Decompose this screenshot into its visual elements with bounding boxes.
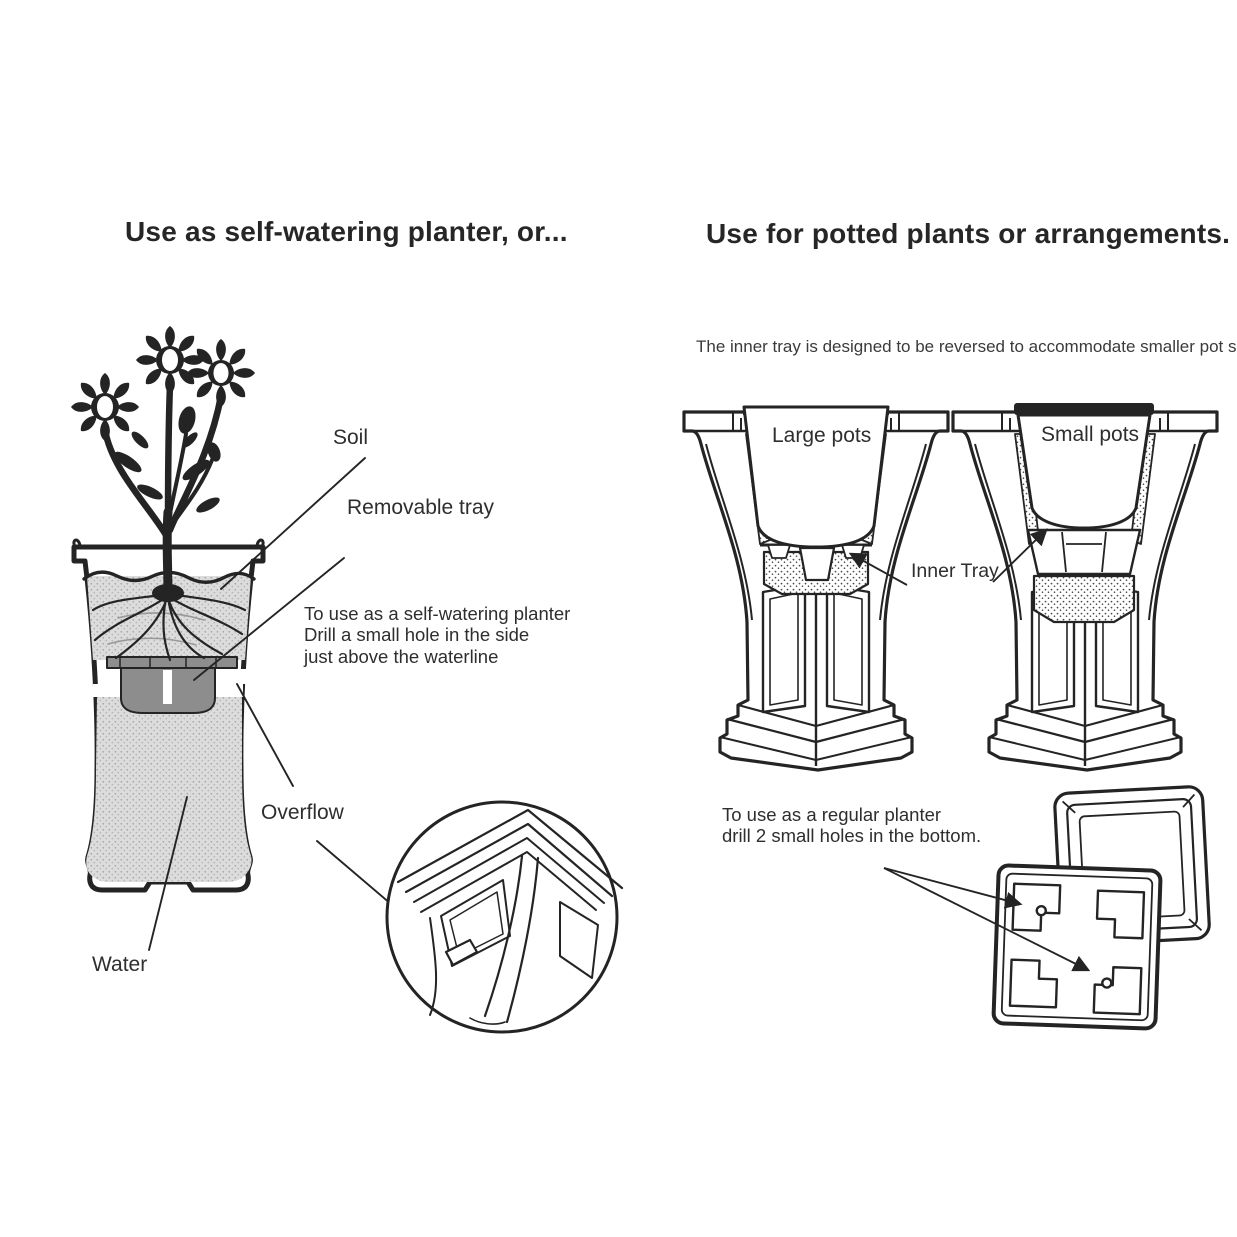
- leaf: [196, 497, 220, 513]
- left-heading: Use as self-watering planter, or...: [125, 216, 568, 247]
- leaf: [131, 431, 149, 449]
- planter-large-pots: [682, 405, 950, 772]
- inner-tray-arrow-right: [992, 528, 1048, 583]
- leaf: [182, 432, 198, 448]
- removable-tray-leader-line: [193, 557, 345, 681]
- regular-planter-instruction: To use as a regular planter drill 2 smal…: [722, 804, 982, 847]
- overflow-detail-circle: [385, 800, 624, 1034]
- corner-inset: [1092, 966, 1143, 1016]
- overflow-spout: [444, 938, 479, 967]
- overflow-hole-leader-line: [236, 683, 294, 787]
- bottom-plate: [991, 863, 1163, 1031]
- drill-hole-arrow: [883, 867, 1023, 909]
- removable-tray-label: Removable tray: [347, 496, 495, 519]
- leaf: [137, 484, 163, 500]
- soil-label: Soil: [333, 426, 369, 449]
- self-watering-instruction: To use as a self-watering planter Drill …: [304, 603, 571, 667]
- soil-leader-line: [220, 457, 366, 590]
- tray-slot: [163, 670, 172, 704]
- leaf: [182, 459, 210, 481]
- plant-illustration: [71, 326, 255, 662]
- inner-tray-arrows: [848, 528, 1048, 586]
- self-watering-planter-cross-section: [71, 326, 624, 1034]
- bud: [178, 406, 196, 434]
- overflow-hole-gap: [237, 669, 251, 684]
- overflow-label: Overflow: [261, 801, 344, 824]
- planter-small-pots: [951, 403, 1219, 772]
- inner-tray-subtitle: The inner tray is designed to be reverse…: [696, 337, 1237, 356]
- inner-tray-arrow-left: [848, 552, 908, 586]
- right-heading: Use for potted plants or arrangements.: [706, 218, 1231, 249]
- bud: [207, 442, 221, 462]
- water-label: Water: [92, 953, 148, 976]
- corner-inset: [1095, 889, 1146, 940]
- large-pot-cutaway: [742, 405, 890, 596]
- large-pot-shape: [742, 405, 890, 549]
- drill-holes-arrows: [883, 867, 1091, 972]
- soil-fill: [87, 576, 251, 660]
- tray-bar-ticks: [119, 656, 217, 669]
- small-pot-rim: [1014, 403, 1154, 415]
- tray-support-bar: [106, 656, 238, 669]
- drill-hole: [1035, 904, 1047, 917]
- small-pot-cutaway: [1014, 403, 1154, 624]
- large-pots-label: Large pots: [772, 424, 872, 447]
- planter-bottom-view: [883, 785, 1211, 1031]
- small-pot-shape: [1016, 413, 1152, 530]
- reversed-inner-tray: [1026, 528, 1142, 576]
- roots: [91, 592, 247, 662]
- leaf: [114, 451, 142, 473]
- drill-hole-arrow: [883, 867, 1091, 972]
- plant-trunk: [162, 507, 173, 599]
- drill-hole: [1101, 977, 1113, 989]
- rim-hooks: [72, 538, 265, 549]
- flower: [71, 373, 139, 441]
- small-pots-label: Small pots: [1041, 423, 1140, 446]
- water-leader-line: [148, 796, 188, 951]
- flower: [136, 326, 204, 394]
- water-fill: [86, 696, 252, 882]
- corner-inset: [1008, 958, 1059, 1009]
- flower: [187, 339, 255, 407]
- inner-tray-cup: [798, 546, 836, 582]
- inner-tray-label: Inner Tray: [911, 560, 999, 582]
